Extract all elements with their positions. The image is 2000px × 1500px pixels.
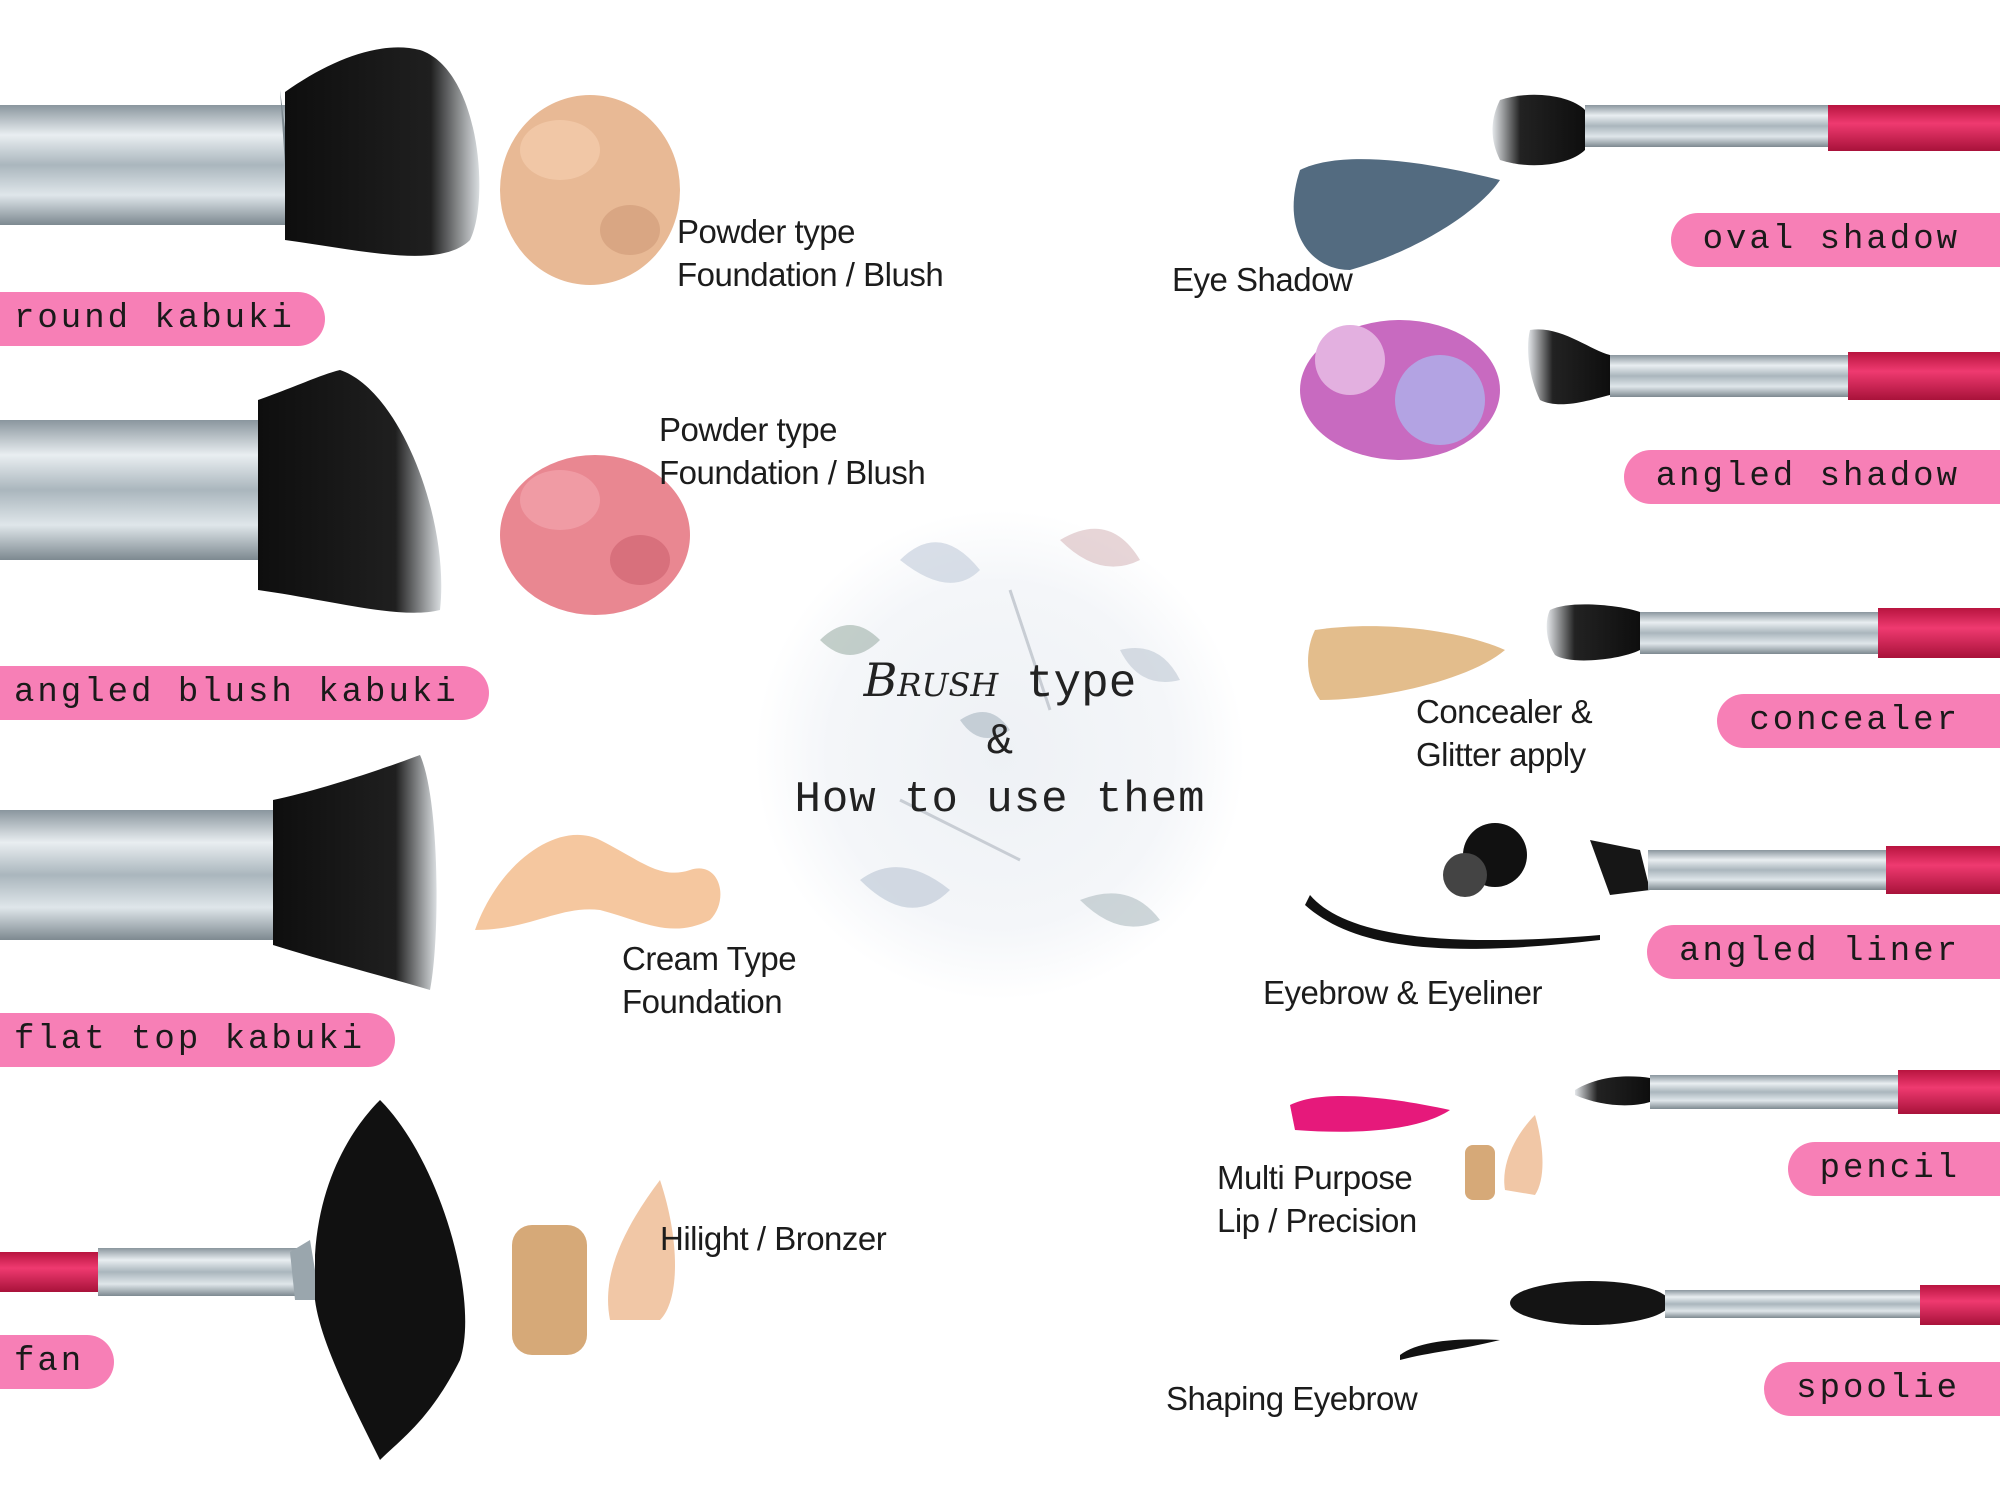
round-kabuki-brush-icon [0, 47, 480, 256]
label-angled-liner: angled liner [1647, 925, 2000, 979]
use-angled-liner: Eyebrow & Eyeliner [1263, 974, 1542, 1011]
label-flat-top-kabuki: flat top kabuki [0, 1013, 396, 1067]
concealer-brush-icon [1546, 604, 2000, 661]
label-angled-shadow: angled shadow [1623, 450, 2000, 504]
eyeshadow-swatch-icon [1293, 159, 1500, 270]
use-flat-top-kabuki: Cream Type Foundation [622, 940, 797, 1020]
angled-liner-brush-icon [1590, 840, 2000, 895]
title-word-brush: Brush [863, 653, 999, 707]
label-angled-blush-kabuki: angled blush kabuki [0, 666, 489, 720]
title-word-type: type [1025, 658, 1137, 710]
use-pencil: Multi Purpose Lip / Precision [1217, 1159, 1417, 1239]
eyeliner-swatch-icon [1305, 823, 1600, 949]
pencil-brush-icon [1575, 1070, 2000, 1114]
eyebrow-swatch-icon [1400, 1339, 1500, 1360]
fan-brush-icon [0, 1100, 466, 1460]
use-fan: Hilight / Bronzer [660, 1220, 887, 1257]
use-angled-blush-kabuki: Powder type Foundation / Blush [659, 411, 926, 491]
title-subtitle: How to use them [794, 775, 1206, 825]
use-concealer: Concealer & Glitter apply [1416, 693, 1593, 773]
powder-swatch-icon [500, 95, 680, 285]
use-oval-shadow: Eye Shadow [1172, 261, 1353, 298]
label-round-kabuki: round kabuki [0, 292, 325, 346]
concealer-swatch-icon [1308, 626, 1505, 700]
watercolor-circle [755, 510, 1245, 1000]
title-ampersand: & [986, 717, 1014, 767]
label-fan: fan [0, 1335, 115, 1389]
label-oval-shadow: oval shadow [1670, 213, 2000, 267]
center-title: Brush type & How to use them [760, 650, 1240, 830]
use-round-kabuki: Powder type Foundation / Blush [677, 213, 944, 293]
label-pencil: pencil [1787, 1142, 2000, 1196]
label-spoolie: spoolie [1764, 1362, 2000, 1416]
cream-foundation-swatch-icon [475, 834, 721, 930]
blush-swatch-icon [500, 455, 690, 615]
lip-swatch-icon [1290, 1095, 1543, 1200]
spoolie-brush-icon [1510, 1281, 2000, 1325]
flat-top-kabuki-brush-icon [0, 755, 437, 990]
use-spoolie: Shaping Eyebrow [1166, 1380, 1418, 1417]
highlight-bronzer-swatch-icon [512, 1180, 675, 1355]
label-concealer: concealer [1717, 694, 2000, 748]
oval-shadow-brush-icon [1492, 94, 2000, 166]
eyeshadow-palette-icon [1300, 320, 1500, 460]
angled-blush-kabuki-brush-icon [0, 370, 442, 613]
angled-shadow-brush-icon [1528, 329, 2000, 405]
